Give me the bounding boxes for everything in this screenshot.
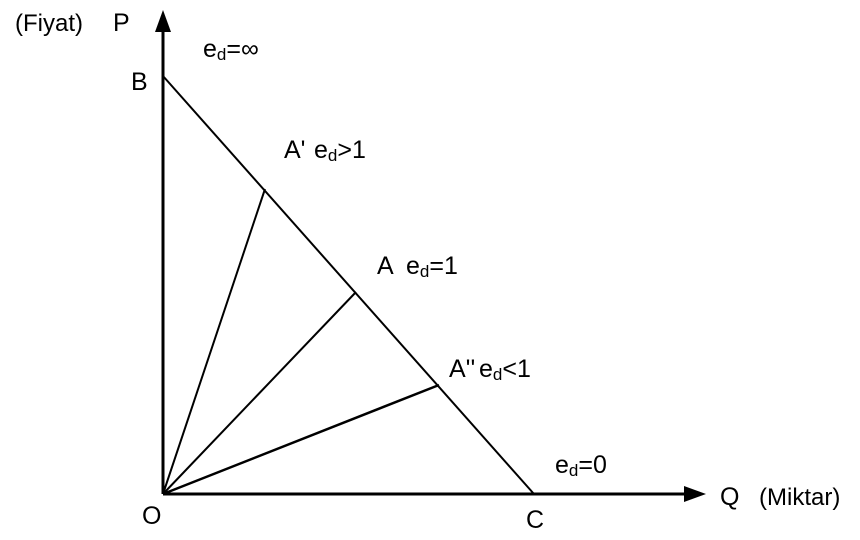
d-subscript: d <box>493 365 502 384</box>
e-symbol: e <box>203 35 217 63</box>
d-subscript: d <box>569 461 578 480</box>
e-symbol: e <box>479 355 493 383</box>
d-subscript: d <box>328 146 337 165</box>
demand-line <box>162 75 535 495</box>
d-subscript: d <box>420 262 429 281</box>
greater-than-one-value: >1 <box>337 136 366 164</box>
infinity-value: =∞ <box>226 35 258 63</box>
y-axis-label: (Fiyat) <box>15 10 83 37</box>
zero-value: =0 <box>578 451 607 479</box>
ray-a <box>162 291 357 495</box>
e-symbol: e <box>314 136 328 164</box>
less-than-one-value: <1 <box>502 355 531 383</box>
e-symbol: e <box>406 252 420 280</box>
point-label-a-double-prime: A'' <box>449 355 475 383</box>
elasticity-label-a-prime: ed>1 <box>314 136 366 165</box>
elasticity-label-a-double-prime: ed<1 <box>479 355 531 384</box>
point-label-o: O <box>142 502 161 530</box>
equals-one-value: =1 <box>429 252 458 280</box>
point-label-b: B <box>131 68 148 96</box>
e-symbol: e <box>555 451 569 479</box>
x-axis-label: (Miktar) <box>759 484 840 511</box>
elasticity-label-a: ed=1 <box>406 252 458 281</box>
x-axis-symbol: Q <box>720 483 739 511</box>
point-label-c: C <box>526 506 544 534</box>
point-label-a-prime: A' <box>284 136 305 164</box>
ray-a-double-prime <box>162 383 440 496</box>
elasticity-label-c: ed=0 <box>555 451 607 480</box>
point-label-a: A <box>377 252 394 280</box>
y-axis-symbol: P <box>113 9 130 37</box>
x-axis-arrowhead <box>684 486 706 502</box>
ray-a-prime <box>162 188 266 495</box>
d-subscript: d <box>217 45 226 64</box>
elasticity-label-b: ed=∞ <box>203 35 259 64</box>
y-axis-arrowhead <box>155 10 171 32</box>
